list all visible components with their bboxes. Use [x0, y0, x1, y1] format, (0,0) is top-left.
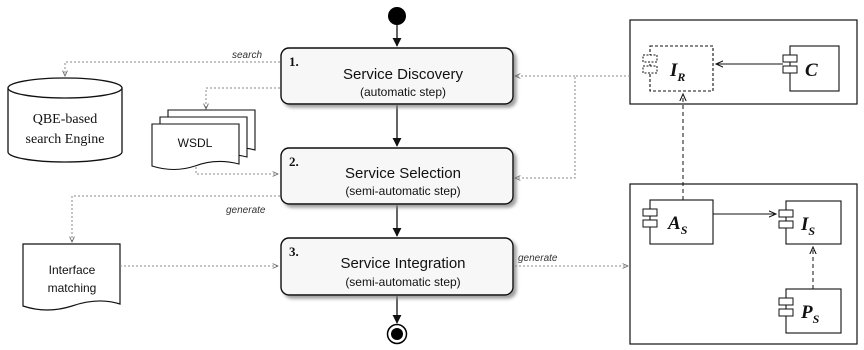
- step-number: 3.: [289, 244, 299, 259]
- wsdl-generate-edge: [206, 87, 280, 109]
- step-title: Service Selection: [345, 165, 461, 182]
- component-as: AS: [642, 199, 714, 245]
- wsdl-label: WSDL: [178, 136, 213, 150]
- interface-matching-line1: Interface: [49, 263, 96, 277]
- step-service-selection: 2. Service Selection (semi-automatic ste…: [280, 147, 514, 205]
- step-subtitle: (semi-automatic step): [345, 184, 460, 198]
- component-c: C: [782, 45, 840, 92]
- interface-matching-line2: matching: [48, 281, 97, 295]
- step-service-discovery: 1. Service Discovery (automatic step): [280, 47, 514, 105]
- start-node: [388, 7, 406, 25]
- search-edge-label: search: [232, 50, 262, 61]
- component-ps: PS: [778, 288, 842, 334]
- generate-right-label: generate: [518, 253, 558, 264]
- component-as-label: AS: [667, 213, 688, 237]
- step-number: 2.: [289, 154, 299, 169]
- step-title: Service Discovery: [343, 66, 464, 83]
- step-number: 1.: [289, 54, 299, 69]
- step-service-integration: 3. Service Integration (semi-automatic s…: [280, 237, 514, 296]
- generate-matching-edge: [72, 195, 280, 242]
- wsdl-to-selection-edge: [195, 167, 278, 174]
- end-node-inner: [391, 328, 403, 340]
- search-engine-database: QBE-based search Engine: [7, 77, 123, 163]
- step-subtitle: (automatic step): [360, 85, 446, 99]
- step-subtitle: (semi-automatic step): [345, 275, 460, 289]
- generate-left-label: generate: [226, 205, 266, 216]
- component-is: IS: [778, 200, 842, 245]
- interface-matching-document: Interface matching: [22, 243, 121, 311]
- component-ps-label: PS: [800, 302, 820, 326]
- step-title: Service Integration: [340, 255, 465, 272]
- engine-label-line2: search Engine: [26, 132, 105, 147]
- component-c-label: C: [805, 60, 818, 81]
- engine-label-line1: QBE-based: [33, 112, 98, 127]
- feedback-to-selection-edge: [515, 75, 630, 178]
- component-ir-label: IR: [669, 60, 685, 84]
- component-is-label: IS: [800, 214, 815, 238]
- component-ir: IR: [642, 45, 714, 92]
- search-edge: [65, 61, 280, 76]
- wsdl-documents: WSDL: [151, 109, 256, 171]
